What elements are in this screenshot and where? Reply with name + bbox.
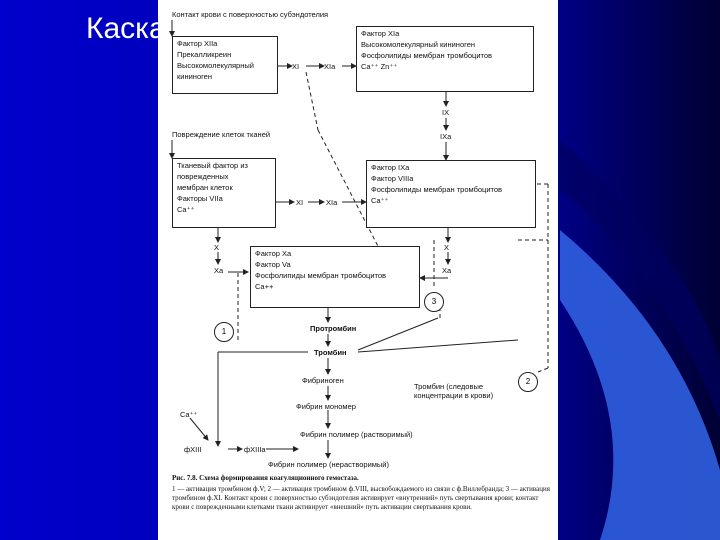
label-ca: Ca⁺⁺: [180, 410, 198, 419]
box-factor-xiia: Фактор XIIa Прекалликреин Высокомолекуля…: [172, 36, 278, 94]
box-factor-xa: Фактор Xa Фактор Va Фосфолипиды мембран …: [250, 246, 420, 308]
contact-label: Контакт крови с поверхностью субэндотели…: [172, 10, 329, 19]
label-fibrinogen: Фибриноген: [302, 376, 344, 385]
label-xa-right: Xa: [442, 266, 452, 275]
node-2: 2: [518, 372, 538, 392]
box1-line: Фактор XIIa: [177, 39, 218, 48]
label-prothrombin: Протромбин: [310, 324, 357, 333]
label-xia-2: XIa: [326, 198, 338, 207]
box-factor-ixa: Фактор IXa Фактор VIIIa Фосфолипиды мемб…: [366, 160, 536, 228]
box4-line: Фактор VIIIa: [371, 174, 414, 183]
box5-line: Фактор Va: [255, 260, 291, 269]
box2-line: Высокомолекулярный кининоген: [361, 40, 476, 49]
box5-line: Фактор Xa: [255, 249, 292, 258]
caption-title: Рис. 7.8. Схема формирования коагуляцион…: [172, 474, 359, 482]
thrombin-trace-2: концентрации в крови): [414, 391, 494, 400]
box3-line: поврежденных: [177, 172, 229, 181]
node-1: 1: [214, 322, 234, 342]
node-3: 3: [424, 292, 444, 312]
label-fxiii: фXIII: [184, 445, 202, 454]
label-fibrin-polymer-insoluble: Фибрин полимер (нерастворимый): [268, 460, 389, 469]
box2-line: Ca⁺⁺ Zn⁺⁺: [361, 62, 398, 71]
box1-line: кининоген: [177, 72, 212, 81]
label-xa-left: Xa: [214, 266, 224, 275]
label-thrombin: Тромбин: [314, 348, 347, 357]
box-factor-xia: Фактор XIa Высокомолекулярный кининоген …: [356, 26, 534, 92]
diagram-arrows: [169, 20, 549, 459]
caption-text: 1 — активация тромбином ф.V; 2 — активац…: [172, 485, 550, 511]
box1-line: Прекалликреин: [177, 50, 232, 59]
damage-label: Повреждение клеток тканей: [172, 130, 271, 139]
figure-caption: Рис. 7.8. Схема формирования коагуляцион…: [172, 474, 552, 512]
box3-line: Ca⁺⁺: [177, 205, 195, 214]
label-xi: XI: [292, 62, 300, 71]
box4-line: Фосфолипиды мембран тромбоцитов: [371, 185, 503, 194]
label-fibrin-monomer: Фибрин мономер: [296, 402, 356, 411]
label-xia: XIa: [324, 62, 336, 71]
label-x-left: X: [214, 243, 220, 252]
box5-line: Фосфолипиды мембран тромбоцитов: [255, 271, 387, 280]
box4-line: Фактор IXa: [371, 163, 410, 172]
box2-line: Фактор XIa: [361, 29, 400, 38]
label-x-right: X: [444, 243, 450, 252]
label-fxiiia: фXIIIa: [244, 445, 266, 454]
box2-line: Фосфолипиды мембран тромбоцитов: [361, 51, 493, 60]
box4-line: Ca⁺⁺: [371, 196, 389, 205]
box3-line: мембран клеток: [177, 183, 233, 192]
label-ixa: IXa: [440, 132, 452, 141]
box3-line: Факторы VIIa: [177, 194, 223, 203]
label-xi-2: XI: [296, 198, 304, 207]
coagulation-figure: Контакт крови с поверхностью субэндотели…: [158, 0, 558, 540]
box1-line: Высокомолекулярный: [177, 61, 254, 70]
thrombin-trace-1: Тромбин (следовые: [414, 382, 484, 391]
box5-line: Ca++: [255, 282, 274, 291]
box-tissue-factor: Тканевый фактор из поврежденных мембран …: [172, 158, 276, 228]
label-fibrin-polymer-soluble: Фибрин полимер (растворимый): [300, 430, 413, 439]
label-ix: IX: [442, 108, 450, 117]
box3-line: Тканевый фактор из: [177, 161, 248, 170]
